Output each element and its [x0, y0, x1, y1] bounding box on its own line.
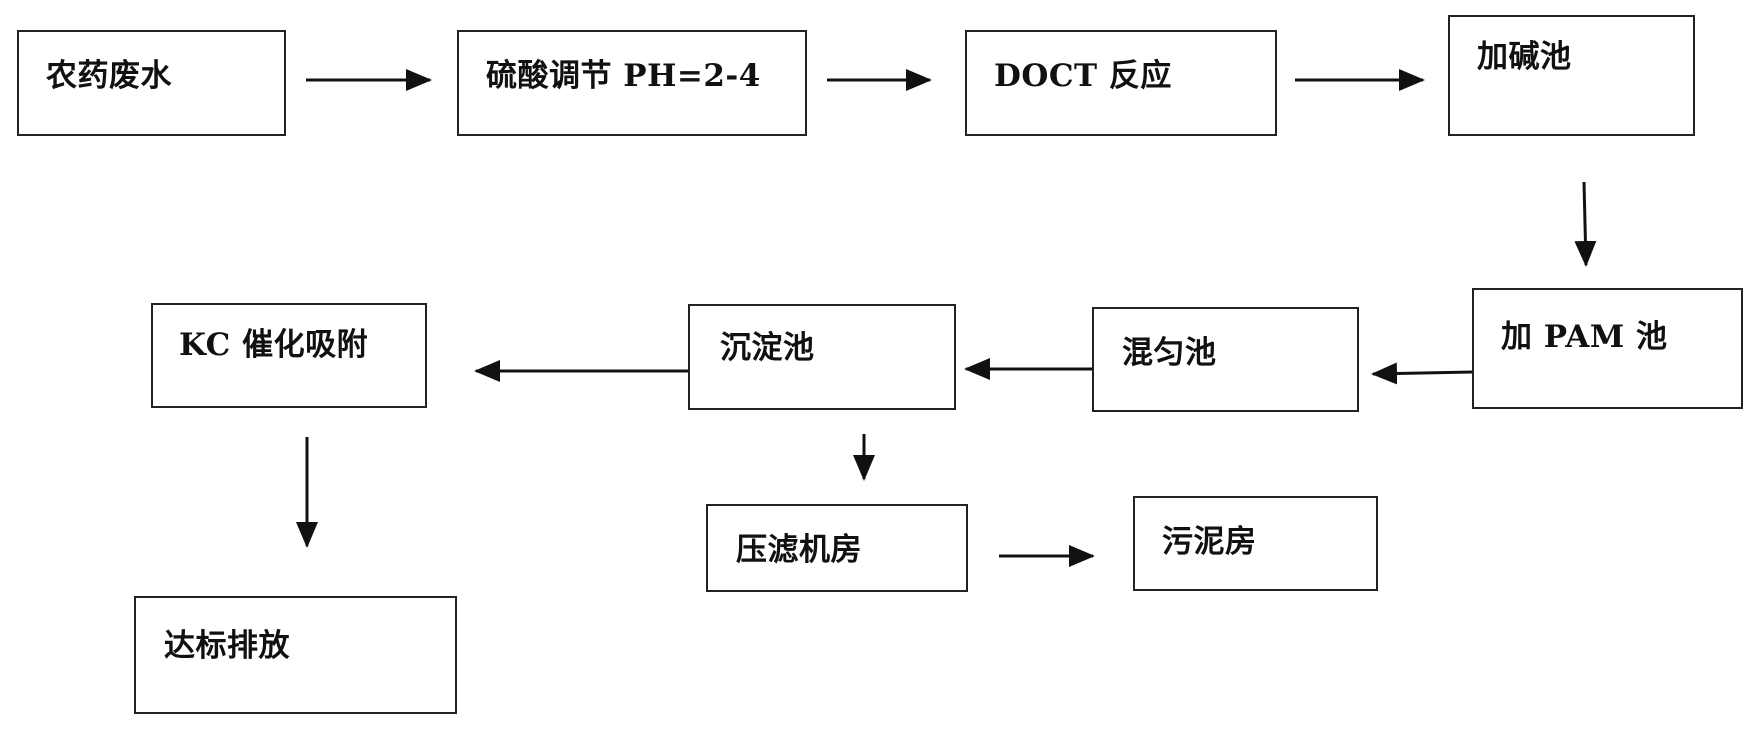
- node-alkali-pool: 加碱池: [1448, 15, 1695, 136]
- node-alkali-pool-label: 加碱池: [1477, 39, 1572, 75]
- arrow-pam-to-mixing: [1371, 362, 1473, 385]
- node-wastewater-label: 农药废水: [46, 58, 172, 94]
- node-wastewater: 农药废水: [17, 30, 286, 136]
- node-doct-reaction: DOCT 反应: [965, 30, 1277, 136]
- node-pam-pool: 加 PAM 池: [1472, 288, 1743, 409]
- node-pam-pool-label: 加 PAM 池: [1501, 319, 1668, 355]
- node-sedimentation-pool: 沉淀池: [688, 304, 956, 410]
- node-mixing-pool: 混匀池: [1092, 307, 1359, 412]
- node-sedimentation-pool-label: 沉淀池: [720, 330, 815, 366]
- node-sludge-room-label: 污泥房: [1162, 524, 1257, 560]
- node-kc-adsorption: KC 催化吸附: [151, 303, 427, 408]
- node-mixing-pool-label: 混匀池: [1122, 335, 1217, 371]
- node-sludge-room: 污泥房: [1133, 496, 1378, 591]
- node-acid-adjust: 硫酸调节 PH=2-4: [457, 30, 807, 136]
- node-filter-press-room-label: 压滤机房: [736, 532, 862, 568]
- node-kc-adsorption-label: KC 催化吸附: [179, 327, 369, 363]
- node-filter-press-room: 压滤机房: [706, 504, 968, 592]
- node-compliant-discharge: 达标排放: [134, 596, 457, 714]
- node-doct-reaction-label: DOCT 反应: [994, 58, 1172, 94]
- node-compliant-discharge-label: 达标排放: [164, 628, 290, 664]
- arrow-alkali-to-pam: [1574, 181, 1597, 267]
- node-acid-adjust-label: 硫酸调节 PH=2-4: [486, 58, 761, 94]
